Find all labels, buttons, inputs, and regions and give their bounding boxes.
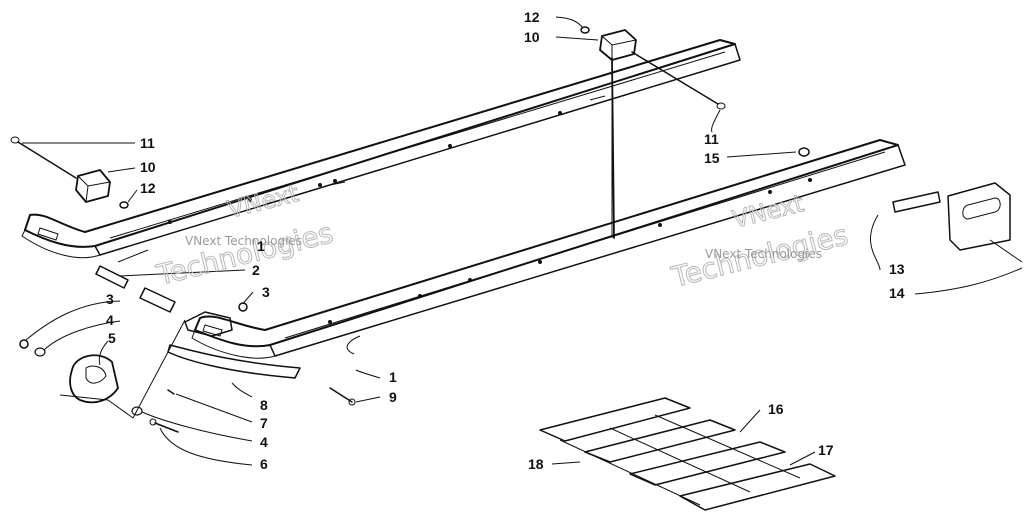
callout-15: 15 [704,150,720,166]
callout-4: 4 [106,312,114,328]
mounting-bracket [947,182,1011,251]
watermark-text-small: VNext Technologies [705,247,822,261]
nut-top [580,26,590,34]
callout-3: 3 [106,291,114,307]
callout-18: 18 [528,456,544,472]
watermark-left: VNext Technologies VNext Technologies [152,179,336,293]
bolt-7 [167,389,175,395]
callout-11: 11 [704,131,719,147]
bolt-left [10,136,77,179]
callout-14: 14 [889,285,905,301]
callout-12: 12 [524,9,540,25]
slide-rail-left [21,39,741,259]
leader-lines [22,16,1023,466]
callout-8: 8 [260,397,268,413]
track-belt [539,397,836,511]
callout-6: 6 [260,456,268,472]
bolt-6 [149,418,179,433]
callout-1: 1 [389,369,397,385]
watermark-text-small: VNext Technologies [185,234,302,248]
axle-tube-1 [95,265,129,289]
callout-9: 9 [389,389,397,405]
washer-4-lower [131,406,143,416]
callout-3: 3 [262,284,270,300]
spacer-block-top [599,29,637,61]
wear-strip [167,344,301,379]
callout-11: 11 [140,135,155,151]
watermark-text-line2: Technologies [153,216,336,292]
spacer-plate [892,191,941,213]
nut-left [119,201,129,209]
callout-4: 4 [260,434,268,450]
callout-labels: 12 10 11 10 12 11 15 1 2 3 3 4 5 1 9 8 7… [106,9,905,472]
axle-tube-2 [139,287,176,313]
nose-bumper [69,354,119,404]
plug-15 [798,147,810,157]
nut-3 [19,339,29,349]
bolt-9 [329,387,356,406]
callout-12: 12 [140,180,156,196]
spacer-block-left [75,169,111,203]
callout-2: 2 [252,262,260,278]
watermark-right: VNext Technologies VNext Technologies [667,189,851,295]
callout-13: 13 [889,261,905,277]
slide-rail-right [191,139,906,359]
callout-7: 7 [260,415,268,431]
callout-10: 10 [140,159,156,175]
end-cap-right-rail [184,311,233,337]
callout-16: 16 [768,401,784,417]
washer-4-upper [34,347,46,357]
nut-3-right [238,302,248,312]
callout-1: 1 [257,238,265,254]
callout-5: 5 [108,330,116,346]
bolt-top-right [631,51,726,110]
callout-17: 17 [818,442,834,458]
callout-10: 10 [524,29,540,45]
assembly-lines [59,319,186,419]
